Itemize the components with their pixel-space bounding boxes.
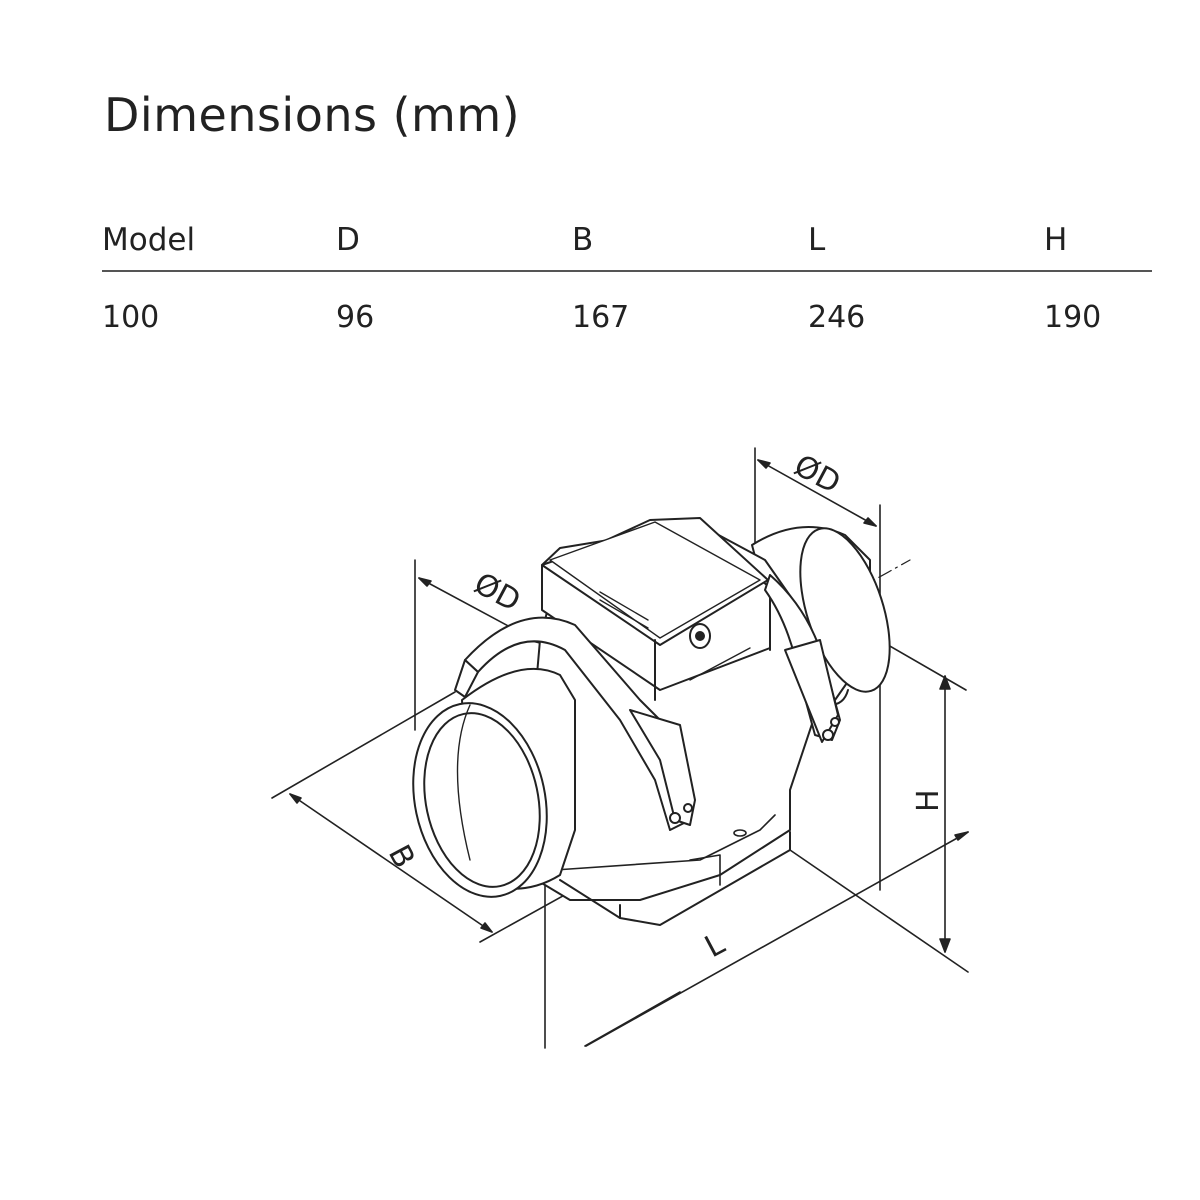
front-spigot-inner-edge	[456, 704, 471, 861]
dimensions-table: Model D B L H 100 96 167 246 190	[102, 220, 1152, 338]
terminal-box-vents	[599, 591, 751, 681]
label-diameter-rear: ØD	[788, 448, 846, 501]
dimension-line-width-b	[289, 793, 493, 933]
front-clamp-band	[454, 616, 696, 831]
column-header-d: D	[336, 222, 360, 258]
fan-dimension-drawing: ØD ØD B L H	[271, 447, 969, 1049]
cell-l: 246	[808, 300, 866, 335]
label-length-l: L	[699, 926, 730, 965]
table-header-row: Model D B L H	[102, 220, 1152, 272]
label-width-b: B	[381, 839, 422, 874]
cell-h: 190	[1044, 300, 1102, 335]
page-title: Dimensions (mm)	[104, 88, 521, 142]
column-header-model: Model	[102, 222, 196, 258]
dimension-line-height-h	[939, 675, 951, 953]
column-header-h: H	[1044, 222, 1068, 258]
dimension-line-length-l	[585, 831, 969, 1047]
terminal-box-screw	[689, 623, 711, 649]
column-header-l: L	[808, 222, 826, 258]
cell-model: 100	[102, 300, 160, 335]
label-diameter-front: ØD	[468, 566, 526, 619]
label-height-h: H	[911, 789, 946, 812]
bottom-mount	[554, 814, 776, 886]
column-header-b: B	[572, 222, 594, 258]
front-spigot	[412, 667, 576, 898]
rear-clamp-band	[764, 574, 841, 743]
cell-d: 96	[336, 300, 375, 335]
dimension-line-diameter-rear	[757, 459, 877, 527]
cell-b: 167	[572, 300, 630, 335]
table-row: 100 96 167 246 190	[102, 298, 1152, 338]
